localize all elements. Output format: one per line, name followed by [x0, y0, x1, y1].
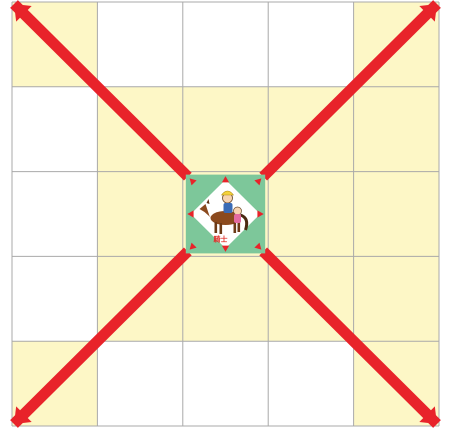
piece-tile[interactable]: 騎士 [186, 175, 265, 254]
board-cell-r1-c2[interactable] [183, 87, 268, 172]
board-cell-r4-c1[interactable] [97, 341, 182, 426]
board-cell-r3-c2[interactable] [183, 256, 268, 341]
horse-leg [220, 223, 223, 234]
board-cell-r3-c0[interactable] [12, 256, 97, 341]
horse-leg [215, 222, 218, 233]
rider-body [224, 203, 233, 213]
board-cell-r1-c0[interactable] [12, 87, 97, 172]
board-cell-r4-c3[interactable] [268, 341, 353, 426]
horse-leg [234, 222, 237, 233]
board-cell-r0-c3[interactable] [268, 2, 353, 87]
board-cell-r2-c0[interactable] [12, 172, 97, 257]
board-cell-r2-c4[interactable] [354, 172, 439, 257]
companion-body [234, 214, 241, 223]
board-cell-r2-c1[interactable] [97, 172, 182, 257]
board-cell-r4-c2[interactable] [183, 341, 268, 426]
companion-head [234, 207, 242, 215]
board-cell-r0-c2[interactable] [183, 2, 268, 87]
board-cell-r3-c4[interactable] [354, 256, 439, 341]
board-cell-r2-c3[interactable] [268, 172, 353, 257]
board-cell-r0-c1[interactable] [97, 2, 182, 87]
piece-label: 騎士 [214, 234, 228, 243]
board-cell-r1-c4[interactable] [354, 87, 439, 172]
